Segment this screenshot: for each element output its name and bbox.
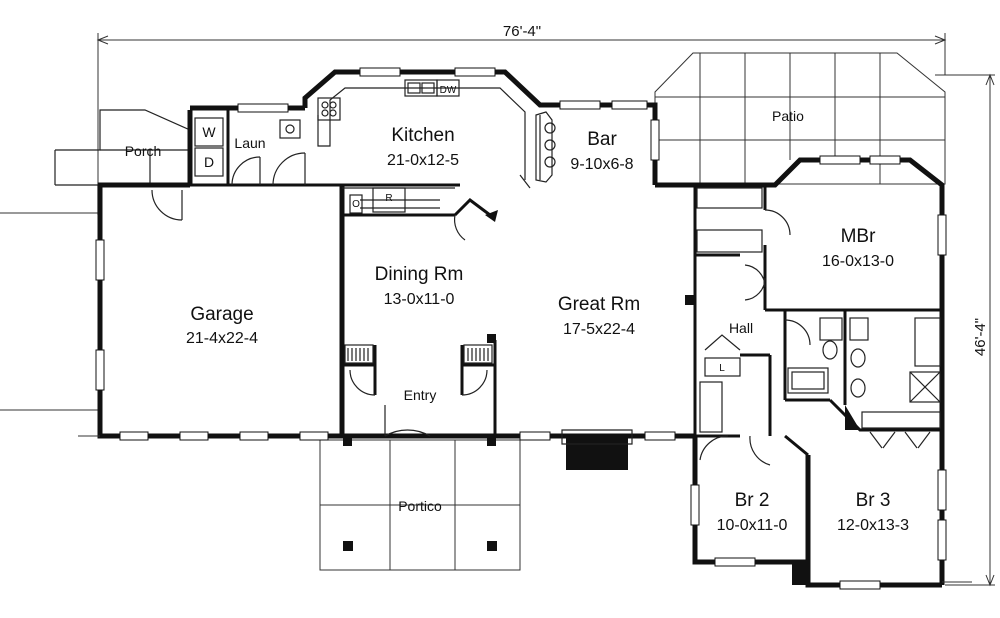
tub-icon [787,367,829,394]
bar-size: 9-10x6-8 [570,156,633,173]
entry-label: Entry [404,387,437,403]
master-suite-fixtures [696,187,941,429]
washer-icon [194,117,224,147]
porch-label: Porch [125,143,162,159]
room-labels: Garage 21-4x22-4 Kitchen 21-0x12-5 Laun … [186,125,909,534]
laundry-sink-icon [279,119,301,139]
patio-label: Patio [772,108,804,124]
windows [95,67,947,590]
great-room-name: Great Rm [558,294,640,315]
garage-door-swing [151,189,183,221]
overall-width-label: 76'-4" [503,23,541,40]
overall-depth-label: 46'-4" [972,318,989,356]
pantry [453,198,498,241]
hall-fixtures [699,319,811,466]
laundry-fixtures [194,117,301,186]
kitchen-counters [317,79,556,214]
kitchen-doors [272,152,531,189]
shower-icon [914,317,941,367]
washer-label: W [202,124,216,140]
great-room-size: 17-5x22-4 [563,321,635,338]
dining-size: 13-0x11-0 [384,291,455,308]
laundry-name: Laun [234,135,265,151]
exterior-walls [97,69,945,588]
linen-label: L [719,363,725,374]
br3-name: Br 3 [856,490,891,511]
garage-name: Garage [190,304,253,325]
dining-name: Dining Rm [375,264,464,285]
br3-closet [869,431,931,449]
mbr-size: 16-0x13-0 [822,253,894,270]
linen-closet [704,357,741,377]
cooktop-icon [317,97,341,121]
portico-label: Portico [398,498,442,514]
kitchen-size: 21-0x12-5 [387,152,459,169]
br2-name: Br 2 [735,490,770,511]
dimension-lines [0,33,995,587]
range-label: R [385,193,392,204]
dryer-label: D [204,154,214,170]
portico-area [319,439,521,571]
br3-size: 12-0x13-3 [837,517,909,534]
br2-size: 10-0x11-0 [717,517,788,534]
dishwasher-label: DW [440,85,457,96]
patio-area [654,52,946,185]
porch-area [54,109,191,215]
dryer-icon [194,147,224,177]
kitchen-name: Kitchen [391,125,454,146]
oven-label: O [352,199,360,210]
entry-closets [344,344,493,437]
bar-name: Bar [587,129,617,150]
hall-label: Hall [729,320,753,336]
fireplace [561,429,633,445]
garage-size: 21-4x22-4 [186,330,258,347]
mbr-name: MBr [841,226,877,247]
